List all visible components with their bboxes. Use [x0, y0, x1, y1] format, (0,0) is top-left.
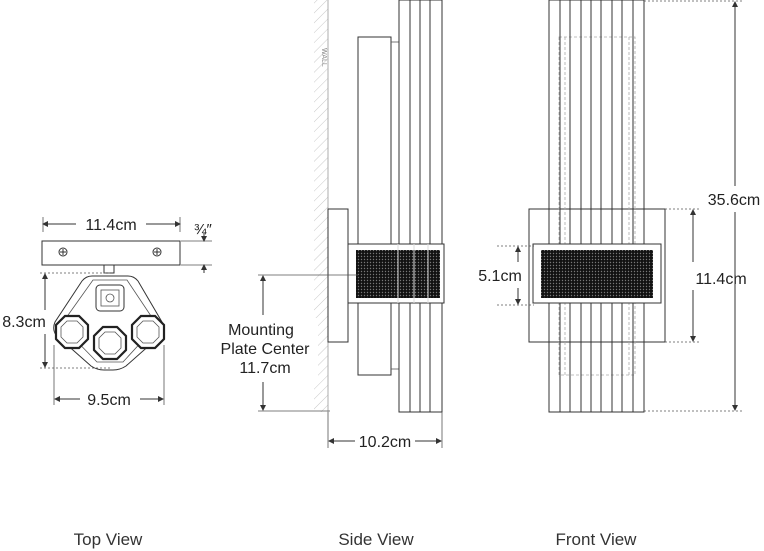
side-mount-label-line1: Mounting	[228, 322, 294, 339]
top-view: 11.4cm ¾″ 8.3cm	[2, 213, 213, 549]
side-rod-3	[419, 0, 431, 413]
side-rod-4	[429, 0, 443, 413]
top-plate-thickness-label: ¾″	[194, 221, 213, 238]
front-overall-height-label: 35.6cm	[708, 192, 760, 209]
front-view: 5.1cm 11.4cm 35.6cm Front View	[478, 0, 764, 549]
side-view: WALL Mounting Plate Center 11.7cm 10.2cm	[220, 0, 445, 549]
front-rod-4	[580, 0, 592, 413]
side-projection-label: 10.2cm	[359, 434, 411, 451]
side-rod-2	[409, 0, 421, 413]
front-rod-3	[569, 0, 582, 413]
front-rod-1	[548, 0, 561, 413]
front-rod-9	[632, 0, 645, 413]
front-rod-5	[590, 0, 602, 413]
front-rod-6	[600, 0, 613, 413]
side-view-caption: Side View	[338, 530, 414, 549]
side-mount-label-line2: Plate Center	[221, 341, 311, 358]
front-view-caption: Front View	[556, 530, 638, 549]
top-fixture-body	[53, 275, 164, 371]
top-width-label: 11.4cm	[85, 217, 136, 234]
front-rod-7	[611, 0, 623, 413]
front-rod-8	[621, 0, 634, 413]
front-backplate	[528, 208, 666, 343]
top-view-caption: Top View	[74, 530, 143, 549]
side-mount-value: 11.7cm	[239, 360, 290, 377]
side-rod-1	[398, 0, 411, 413]
top-depth-label: 8.3cm	[2, 314, 46, 331]
side-wall	[314, 0, 328, 412]
front-rod-2	[559, 0, 571, 413]
front-plate-height-label: 11.4cm	[695, 271, 746, 288]
top-base-width-label: 9.5cm	[87, 392, 131, 409]
front-band-height-label: 5.1cm	[478, 268, 522, 285]
side-backplate	[327, 208, 349, 343]
side-wall-label: WALL	[320, 48, 327, 67]
